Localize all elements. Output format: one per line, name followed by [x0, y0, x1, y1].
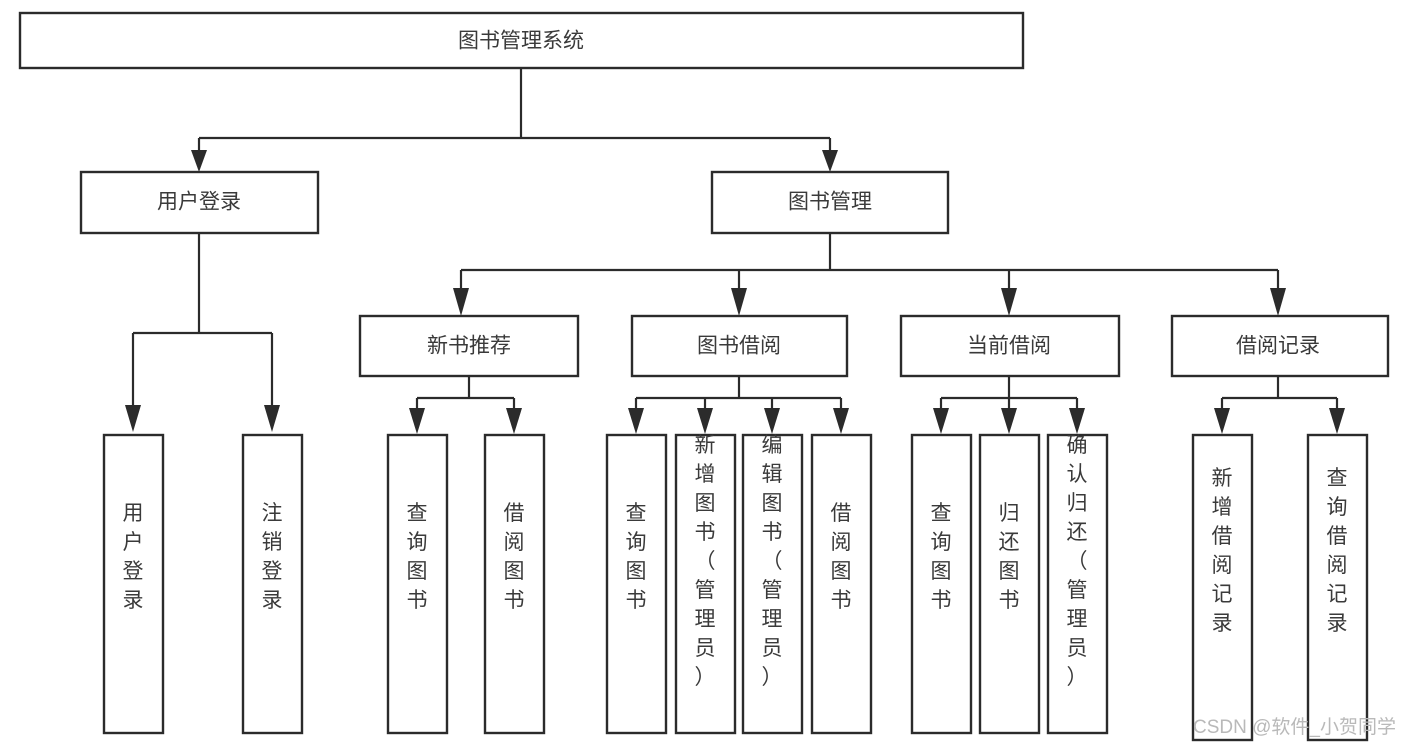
leaf-book-borrow-1-label: 查询图书 — [626, 502, 647, 612]
arrow-head-bookborrow-leaf-3 — [764, 408, 780, 434]
arrow-head-borrowrecord-leaf-1 — [1214, 408, 1230, 434]
node-user-login-box[interactable] — [79, 170, 320, 235]
node-current-borrow-label: 当前借阅 — [967, 335, 1051, 358]
arrow-head-leaf-logout — [264, 405, 280, 432]
node-book-borrow-label: 图书借阅 — [697, 335, 781, 358]
leaf-book-borrow-1[interactable]: 查询图书 — [605, 433, 668, 735]
node-user-login-label: 用户登录 — [157, 191, 241, 214]
arrow-head-borrow-record — [1270, 288, 1286, 316]
leaf-book-borrow-4-label: 借阅图书 — [831, 502, 852, 612]
arrow-head-user-login — [191, 150, 207, 172]
leaf-book-borrow-3[interactable]: 编辑图书（管理员） — [741, 433, 804, 735]
node-root-label: 图书管理系统 — [458, 30, 584, 53]
leaf-current-borrow-3[interactable]: 确认归还（管理员） — [1046, 433, 1109, 735]
leaf-current-borrow-1-label: 查询图书 — [931, 502, 952, 612]
leaf-user-login-1-box[interactable] — [102, 433, 165, 735]
leaf-borrow-record-2-box[interactable] — [1306, 433, 1369, 742]
leaf-user-login-2-box[interactable] — [241, 433, 304, 735]
leaf-new-book-1-box[interactable] — [386, 433, 449, 735]
arrow-head-currentborrow-leaf-3 — [1069, 408, 1085, 434]
leaf-user-login-2[interactable]: 注销登录 — [241, 433, 304, 735]
arrow-head-current-borrow — [1001, 288, 1017, 316]
leaf-borrow-record-1-label: 新增借阅记录 — [1212, 467, 1233, 635]
arrow-head-bookborrow-leaf-4 — [833, 408, 849, 434]
arrow-head-borrowrecord-leaf-2 — [1329, 408, 1345, 434]
leaf-current-borrow-1-box[interactable] — [910, 433, 973, 735]
arrow-head-leaf-user-login — [125, 405, 141, 432]
leaf-current-borrow-3-label: 确认归还（管理员） — [1067, 434, 1088, 689]
node-borrow-record-box[interactable] — [1170, 314, 1390, 378]
arrow-head-newbook-leaf-1 — [409, 408, 425, 434]
leaf-user-login-1-label: 用户登录 — [123, 502, 144, 612]
leaf-book-borrow-4-box[interactable] — [810, 433, 873, 735]
leaf-new-book-2-label: 借阅图书 — [504, 502, 525, 612]
leaf-new-book-1-label: 查询图书 — [407, 502, 428, 612]
leaf-book-borrow-2-label: 新增图书（管理员） — [695, 434, 716, 689]
node-user-login[interactable]: 用户登录 — [79, 170, 320, 235]
arrow-head-new-book — [453, 288, 469, 316]
edges-group — [125, 69, 1345, 434]
arrow-head-bookborrow-leaf-1 — [628, 408, 644, 434]
leaf-borrow-record-2[interactable]: 查询借阅记录 — [1306, 433, 1369, 742]
leaf-book-borrow-1-box[interactable] — [605, 433, 668, 735]
leaf-new-book-2-box[interactable] — [483, 433, 546, 735]
node-book-borrow-box[interactable] — [630, 314, 849, 378]
node-borrow-record-label: 借阅记录 — [1236, 335, 1320, 358]
node-current-borrow[interactable]: 当前借阅 — [899, 314, 1121, 378]
leaf-borrow-record-1-box[interactable] — [1191, 433, 1254, 742]
node-book-borrow[interactable]: 图书借阅 — [630, 314, 849, 378]
leaf-book-borrow-2[interactable]: 新增图书（管理员） — [674, 433, 737, 735]
arrow-head-bookborrow-leaf-2 — [697, 408, 713, 434]
arrow-head-currentborrow-leaf-2 — [1001, 408, 1017, 434]
leaf-user-login-1[interactable]: 用户登录 — [102, 433, 165, 735]
node-root[interactable]: 图书管理系统 — [18, 11, 1025, 70]
arrow-head-currentborrow-leaf-1 — [933, 408, 949, 434]
csdn-watermark: CSDN @软件_小贺同学 — [1193, 716, 1396, 738]
leaf-book-borrow-4[interactable]: 借阅图书 — [810, 433, 873, 735]
leaf-current-borrow-2-label: 归还图书 — [999, 502, 1020, 612]
leaf-current-borrow-1[interactable]: 查询图书 — [910, 433, 973, 735]
leaf-current-borrow-2[interactable]: 归还图书 — [978, 433, 1041, 735]
leaf-borrow-record-1[interactable]: 新增借阅记录 — [1191, 433, 1254, 742]
node-new-book-recommend-box[interactable] — [358, 314, 580, 378]
leaf-new-book-2[interactable]: 借阅图书 — [483, 433, 546, 735]
leaf-current-borrow-3-box[interactable] — [1046, 433, 1109, 735]
node-new-book-recommend[interactable]: 新书推荐 — [358, 314, 580, 378]
node-book-manage[interactable]: 图书管理 — [710, 170, 950, 235]
node-new-book-recommend-label: 新书推荐 — [427, 335, 511, 358]
node-book-manage-label: 图书管理 — [788, 191, 872, 214]
node-book-manage-box[interactable] — [710, 170, 950, 235]
leaf-new-book-1[interactable]: 查询图书 — [386, 433, 449, 735]
leaf-borrow-record-2-label: 查询借阅记录 — [1327, 467, 1348, 635]
arrow-head-book-borrow — [731, 288, 747, 316]
arrow-head-book-manage — [822, 150, 838, 172]
leaf-book-borrow-3-label: 编辑图书（管理员） — [762, 434, 783, 689]
leaf-user-login-2-label: 注销登录 — [262, 502, 283, 612]
node-borrow-record[interactable]: 借阅记录 — [1170, 314, 1390, 378]
node-current-borrow-box[interactable] — [899, 314, 1121, 378]
leaf-current-borrow-2-box[interactable] — [978, 433, 1041, 735]
leaf-book-borrow-3-box[interactable] — [741, 433, 804, 735]
leaf-book-borrow-2-box[interactable] — [674, 433, 737, 735]
node-root-box[interactable] — [18, 11, 1025, 70]
arrow-head-newbook-leaf-2 — [506, 408, 522, 434]
